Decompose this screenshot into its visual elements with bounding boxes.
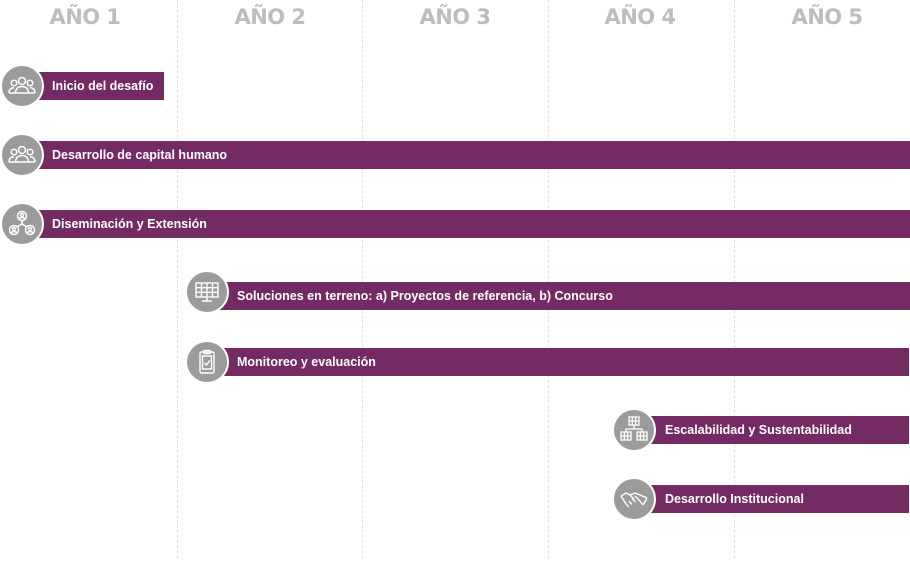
task-label: Monitoreo y evaluación: [237, 355, 376, 369]
network-people-icon: [0, 202, 44, 246]
gantt-bar-monitoreo: Monitoreo y evaluación: [210, 348, 909, 376]
year-divider: [177, 0, 178, 558]
task-label: Inicio del desafío: [52, 79, 154, 93]
gantt-bar-desarrollo-institucional: Desarrollo Institucional: [637, 485, 909, 513]
task-label: Desarrollo Institucional: [665, 492, 804, 506]
year-divider: [362, 0, 363, 558]
solar-panels-network-icon: [612, 408, 656, 452]
gantt-bar-diseminacion: Diseminación y Extensión: [24, 210, 910, 238]
solar-panel-icon: [185, 270, 229, 314]
year-header-1: AÑO 1: [49, 5, 121, 29]
year-divider: [734, 0, 735, 558]
year-header-2: AÑO 2: [234, 5, 306, 29]
gantt-bar-inicio-desafio: Inicio del desafío: [24, 72, 164, 100]
year-header-5: AÑO 5: [791, 5, 863, 29]
clipboard-check-icon: [185, 340, 229, 384]
people-group-icon: [0, 133, 44, 177]
year-divider: [548, 0, 549, 558]
gantt-bar-escalabilidad: Escalabilidad y Sustentabilidad: [637, 416, 909, 444]
task-label: Soluciones en terreno: a) Proyectos de r…: [237, 289, 613, 303]
gantt-bar-soluciones-terreno: Soluciones en terreno: a) Proyectos de r…: [210, 282, 910, 310]
year-header-3: AÑO 3: [419, 5, 491, 29]
gantt-bar-capital-humano: Desarrollo de capital humano: [24, 141, 910, 169]
task-label: Escalabilidad y Sustentabilidad: [665, 423, 852, 437]
people-group-icon: [0, 64, 44, 108]
year-header-4: AÑO 4: [604, 5, 676, 29]
task-label: Diseminación y Extensión: [52, 217, 207, 231]
task-label: Desarrollo de capital humano: [52, 148, 228, 162]
handshake-icon: [612, 477, 656, 521]
